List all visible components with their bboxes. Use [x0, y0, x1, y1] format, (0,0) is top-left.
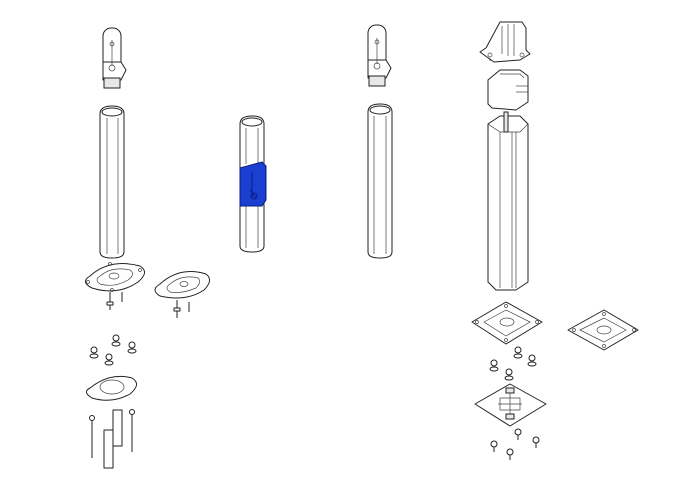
oval-post-a	[99, 105, 125, 259]
collar	[487, 69, 529, 111]
square-base-plate-b	[567, 309, 639, 351]
anchor-bolts	[89, 409, 135, 469]
top-bracket-a	[102, 27, 127, 89]
screws-a	[106, 292, 123, 310]
nut-washers-b	[489, 346, 537, 381]
oval-gasket-plate	[86, 375, 137, 401]
screws-b	[173, 300, 190, 318]
bolts	[490, 428, 540, 460]
square-base-plate-a	[471, 301, 543, 345]
diamond-base-plate-b	[154, 271, 210, 299]
cross-anchor-plate	[474, 383, 547, 427]
mid-bracket-highlighted	[239, 161, 267, 207]
nut-washers-a	[89, 334, 137, 366]
top-cap	[479, 21, 531, 63]
square-post	[487, 111, 529, 291]
top-bracket-b	[367, 24, 392, 87]
oval-post-b	[367, 103, 393, 259]
diamond-base-plate-a	[85, 262, 145, 292]
